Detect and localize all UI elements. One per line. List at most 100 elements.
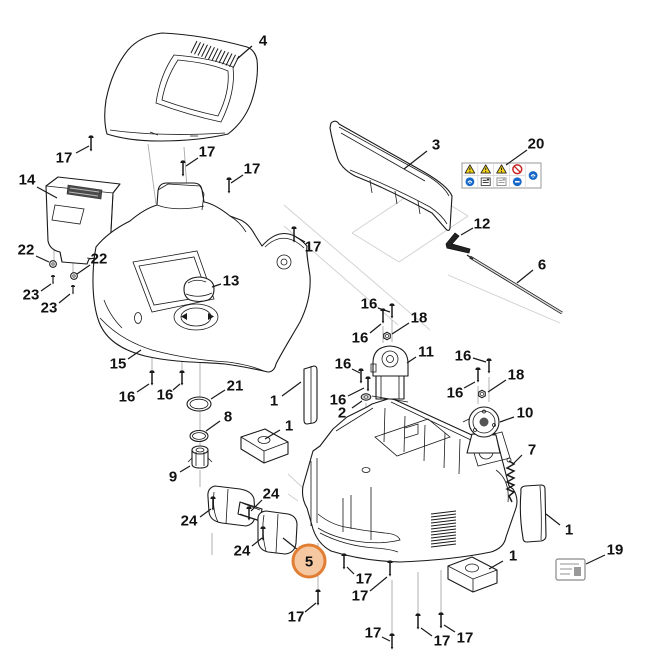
callout-17[interactable]: 17: [199, 144, 216, 161]
callout-20[interactable]: 20: [528, 136, 545, 153]
construction-line: [283, 204, 431, 331]
heatsink-fins: [430, 510, 457, 548]
construction-line: [447, 274, 561, 324]
callout-24[interactable]: 24: [181, 513, 198, 530]
leader-line: [179, 465, 191, 473]
callout-17[interactable]: 17: [244, 161, 261, 178]
nut-part-18: [478, 389, 486, 399]
leader-line: [463, 381, 476, 389]
prohibition-circle-icon: [512, 164, 523, 175]
callout-21[interactable]: 21: [227, 378, 244, 395]
callout-17[interactable]: 17: [352, 588, 369, 605]
callout-16[interactable]: 16: [361, 296, 378, 313]
callout-1[interactable]: 1: [285, 418, 293, 435]
callout-16[interactable]: 16: [447, 385, 464, 402]
leader-line: [377, 307, 391, 313]
callout-17[interactable]: 17: [305, 239, 322, 256]
part-main-chassis: [301, 397, 518, 563]
callout-17[interactable]: 17: [434, 633, 451, 650]
leader-line: [443, 624, 456, 633]
callout-23[interactable]: 23: [23, 287, 40, 304]
leader-line: [76, 264, 91, 275]
screw-part-16: [486, 358, 492, 374]
part-19-rating-label: [555, 558, 586, 581]
part-4-hood: [104, 32, 258, 142]
leader-line: [381, 636, 391, 642]
leader-line: [488, 560, 504, 570]
callout-13[interactable]: 13: [223, 273, 240, 290]
callout-2[interactable]: 2: [338, 405, 346, 422]
info-panel-dark-icon: [480, 177, 491, 186]
callout-15[interactable]: 15: [110, 356, 127, 373]
callout-4[interactable]: 4: [259, 33, 268, 50]
leader-line: [516, 269, 534, 284]
washer-part-22: [70, 272, 78, 280]
part-1-pad-strip: [303, 365, 318, 425]
construction-line: [398, 215, 469, 263]
leader-line: [351, 368, 361, 374]
callout-7[interactable]: 7: [528, 442, 536, 459]
hood-grille-icon: [190, 40, 240, 69]
callout-1[interactable]: 1: [270, 393, 278, 410]
callout-24[interactable]: 24: [263, 486, 280, 503]
screw-part-16: [358, 368, 364, 384]
part-6-rod: [466, 254, 563, 315]
callout-16[interactable]: 16: [330, 392, 347, 409]
washer-part-22: [49, 260, 57, 268]
callout-1[interactable]: 1: [509, 548, 517, 565]
leader-line: [351, 400, 363, 409]
callout-1[interactable]: 1: [565, 522, 573, 539]
leader-line: [487, 379, 507, 393]
callout-16[interactable]: 16: [335, 356, 352, 373]
callout-14[interactable]: 14: [19, 172, 36, 189]
callout-19[interactable]: 19: [607, 542, 624, 559]
callout-17[interactable]: 17: [457, 630, 474, 647]
callout-17[interactable]: 17: [288, 609, 305, 626]
leader-line: [420, 627, 433, 637]
leader-line: [391, 322, 410, 335]
info-panel-gray-icon: [496, 177, 507, 186]
part-3-deflector: [329, 120, 453, 232]
callout-17[interactable]: 17: [356, 571, 373, 588]
warning-triangle-icon: [464, 164, 476, 174]
callout-3[interactable]: 3: [432, 137, 440, 154]
callout-22[interactable]: 22: [91, 251, 108, 268]
callout-8[interactable]: 8: [224, 409, 232, 426]
callout-16[interactable]: 16: [119, 389, 136, 406]
screw-part-24: [210, 496, 216, 511]
leader-line: [250, 499, 263, 512]
screw-part-16: [475, 367, 481, 383]
callout-6[interactable]: 6: [538, 257, 546, 274]
callout-18[interactable]: 18: [411, 310, 428, 327]
callout-16[interactable]: 16: [352, 330, 369, 347]
screw-part-17: [180, 160, 186, 177]
screw-part-24: [246, 506, 252, 521]
part-5-cover: [257, 510, 298, 555]
mandatory-circle-icon: [465, 177, 475, 187]
callout-10[interactable]: 10: [517, 405, 534, 422]
screw-part-16: [179, 370, 185, 386]
leader-line: [406, 356, 417, 364]
callout-11[interactable]: 11: [418, 344, 434, 361]
highlight-circle[interactable]: [291, 543, 327, 579]
callout-24[interactable]: 24: [234, 543, 251, 560]
leader-line: [346, 566, 355, 575]
leader-line: [403, 150, 428, 170]
callout-17[interactable]: 17: [56, 150, 73, 167]
callout-5[interactable]: 5: [305, 554, 313, 571]
screw-part-16: [365, 376, 371, 392]
callout-12[interactable]: 12: [474, 216, 491, 233]
leader-line: [185, 157, 199, 167]
leader-line: [199, 508, 212, 518]
callout-16[interactable]: 16: [455, 348, 472, 365]
leader-line: [236, 45, 253, 60]
callout-23[interactable]: 23: [41, 300, 58, 317]
callout-16[interactable]: 16: [157, 387, 174, 404]
callout-22[interactable]: 22: [18, 242, 35, 259]
screw-part-17: [389, 633, 395, 650]
callout-17[interactable]: 17: [365, 625, 382, 642]
callout-9[interactable]: 9: [169, 469, 177, 486]
hardware-layer: [49, 135, 492, 650]
callout-18[interactable]: 18: [508, 367, 525, 384]
